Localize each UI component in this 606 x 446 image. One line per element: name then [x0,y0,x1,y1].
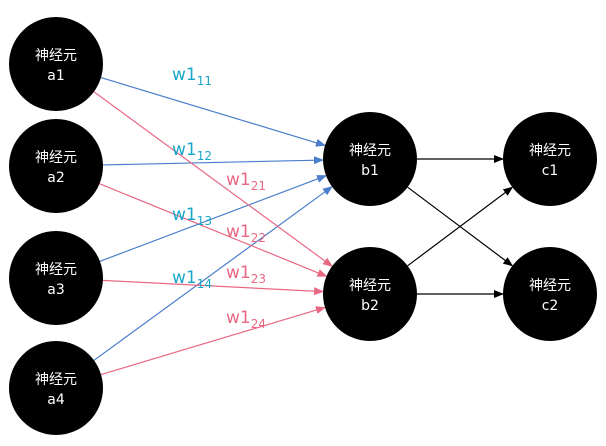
edge-a1-b2 [93,91,333,267]
weight-label-w1-14: w114 [172,268,212,291]
node-circle [9,231,103,325]
node-title: 神经元 [529,143,571,159]
node-a3: 神经元 a3 [9,231,103,325]
node-title: 神经元 [349,143,391,159]
node-title: 神经元 [349,278,391,294]
edge-b2-c1 [407,186,514,267]
node-a1: 神经元 a1 [9,17,103,111]
nodes-layer: 神经元 a1 神经元 a2 神经元 a3 神经元 a4 神经元 b1 神经元 b2 神经元 c1 神经元 c2 [9,17,597,435]
weight-label-subscript: 12 [197,149,212,163]
weight-label-base: w1 [172,268,197,288]
edge-a1-b1 [100,77,326,147]
node-title: 神经元 [35,372,77,388]
node-id-label: a1 [47,68,65,84]
weight-label-subscript: 11 [197,74,212,88]
weight-label-w1-21: w121 [226,170,266,193]
node-circle [503,112,597,206]
node-b2: 神经元 b2 [323,247,417,341]
weight-label-subscript: 21 [251,179,266,193]
node-title: 神经元 [35,48,77,64]
node-id-label: b2 [361,298,379,314]
node-id-label: c1 [542,163,559,179]
node-a4: 神经元 a4 [9,341,103,435]
weight-label-subscript: 23 [251,272,266,286]
edge-a2-b1 [102,156,325,166]
node-a2: 神经元 a2 [9,119,103,213]
weight-label-base: w1 [226,170,251,190]
weight-label-subscript: 22 [251,231,266,245]
node-id-label: c2 [542,298,559,314]
weight-label-subscript: 24 [251,317,266,331]
node-b1: 神经元 b1 [323,112,417,206]
weight-label-base: w1 [172,65,197,85]
weight-label-w1-12: w112 [172,140,212,163]
node-circle [503,247,597,341]
node-circle [9,119,103,213]
node-id-label: a3 [47,282,65,298]
weight-label-base: w1 [226,222,251,242]
node-id-label: b1 [361,163,379,179]
weight-label-subscript: 14 [197,277,212,291]
edge-a4-b2 [100,306,326,376]
edge-a4-b1 [93,186,333,361]
edges-layer [93,77,514,376]
weight-label-base: w1 [172,140,197,160]
weight-label-w1-13: w113 [172,205,212,228]
node-title: 神经元 [529,278,571,294]
weight-label-subscript: 13 [197,214,212,228]
node-circle [9,341,103,435]
edge-a3-b2 [102,279,325,296]
weight-label-w1-22: w122 [226,222,266,245]
weight-label-base: w1 [226,263,251,283]
node-circle [323,247,417,341]
node-id-label: a2 [47,170,65,186]
weight-label-w1-11: w111 [172,65,212,88]
node-c2: 神经元 c2 [503,247,597,341]
edge-a3-b1 [99,175,327,262]
node-title: 神经元 [35,262,77,278]
edge-a2-b2 [99,183,328,277]
weight-label-w1-23: w123 [226,263,266,286]
node-circle [323,112,417,206]
weight-label-base: w1 [172,205,197,225]
weight-label-base: w1 [226,308,251,328]
node-circle [9,17,103,111]
node-c1: 神经元 c1 [503,112,597,206]
node-title: 神经元 [35,150,77,166]
node-id-label: a4 [47,392,65,408]
weight-label-w1-24: w124 [226,308,266,331]
